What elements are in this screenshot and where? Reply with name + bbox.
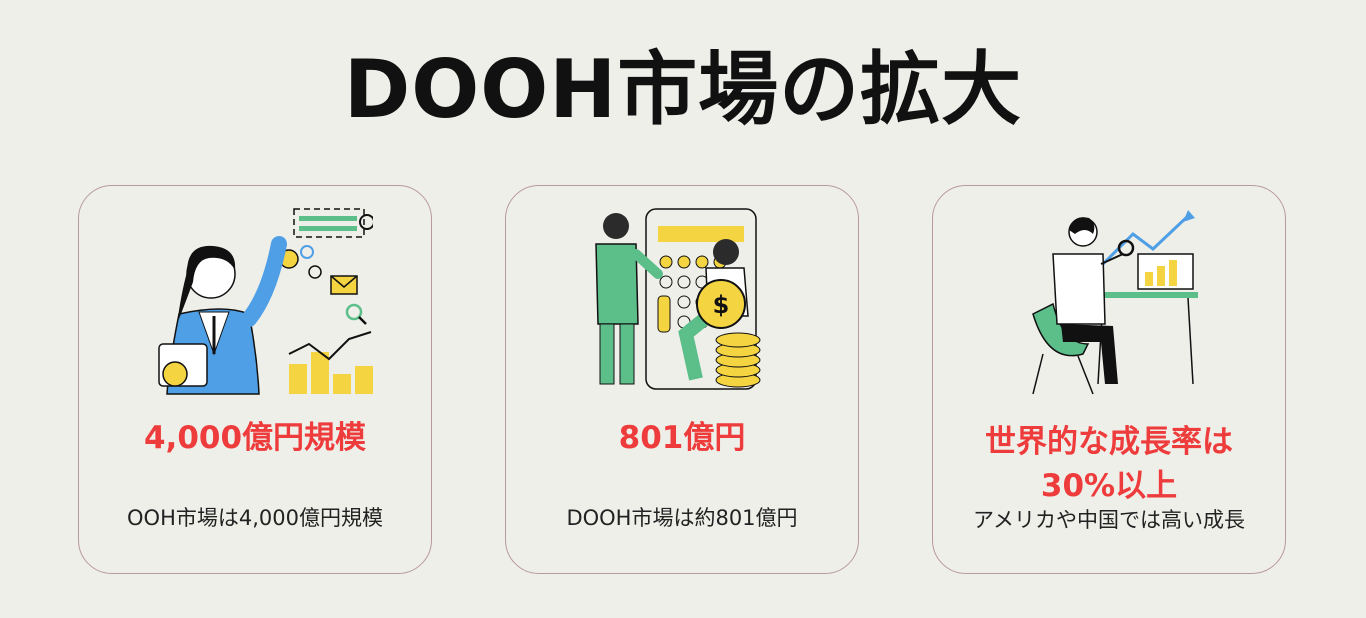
card-subtext: OOH市場は4,000億円規模 bbox=[127, 506, 383, 530]
card-subtext: アメリカや中国では高い成長 bbox=[973, 508, 1245, 532]
card-ooh-market: 4,000億円規模 OOH市場は4,000億円規模 bbox=[78, 185, 432, 574]
card-headline: 801億円 bbox=[618, 420, 746, 456]
businesswoman-analytics-icon bbox=[158, 208, 373, 395]
card-headline: 世界的な成長率は 30%以上 bbox=[933, 420, 1285, 508]
svg-text:$: $ bbox=[713, 291, 730, 319]
card-headline-line: 30%以上 bbox=[1040, 468, 1178, 504]
card-headline: 4,000億円規模 bbox=[143, 420, 367, 456]
calculator-money-icon: $ bbox=[595, 208, 761, 390]
card-global-growth: 世界的な成長率は 30%以上 アメリカや中国では高い成長 bbox=[932, 185, 1286, 574]
page-title: DOOH市場の拡大 bbox=[343, 43, 1023, 136]
analyst-growth-chart-icon bbox=[1032, 210, 1198, 395]
card-dooh-market: $ 801億円 DOOH市場は約801億円 bbox=[505, 185, 859, 574]
card-headline-line: 世界的な成長率は bbox=[985, 424, 1233, 460]
card-subtext: DOOH市場は約801億円 bbox=[566, 506, 798, 530]
